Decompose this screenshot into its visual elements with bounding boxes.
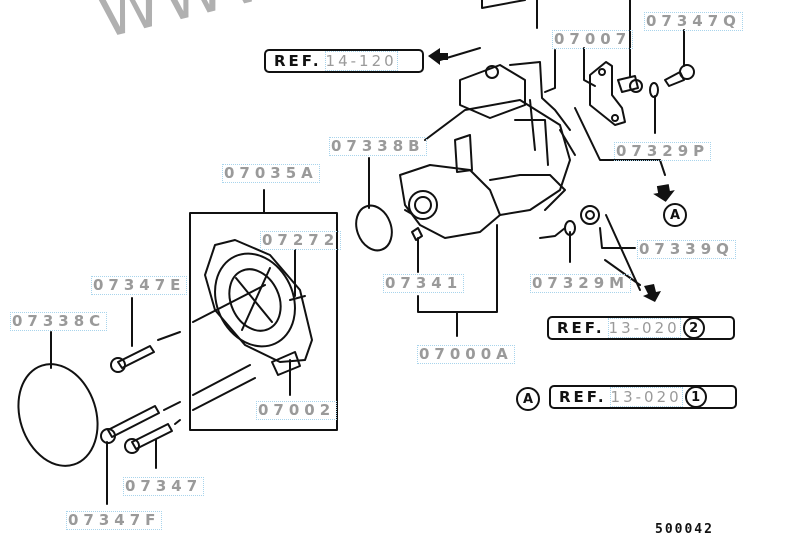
vacuum-pump-cover-07035A	[204, 239, 313, 376]
ref-prefix: REF.	[559, 388, 607, 406]
washer-07329P	[649, 82, 659, 98]
marker-a-ref: A	[516, 387, 540, 411]
part-label-07338C[interactable]: 07338C	[9, 312, 108, 331]
leader-lines	[50, 0, 685, 505]
bolt-07347E	[110, 345, 155, 373]
arrow-ref-13-020-2-icon	[643, 284, 661, 302]
ref-code: 14-120	[324, 51, 398, 71]
part-label-07007[interactable]: 07007	[551, 30, 634, 49]
arrow-ref-14-120-icon	[428, 48, 448, 65]
ref-code: 13-020	[607, 318, 681, 338]
ref-circle-number: 2	[682, 317, 705, 339]
key-07341	[411, 227, 423, 241]
part-label-07347Q[interactable]: 07347Q	[644, 12, 743, 31]
ref-code: 13-020	[609, 387, 683, 407]
bracket-07007	[589, 61, 626, 126]
ref-13-020-1-link[interactable]: REF. 13-020 1	[549, 385, 737, 409]
diagram-number: 500042	[655, 522, 714, 537]
o-ring-07338C	[17, 363, 99, 467]
part-label-07002[interactable]: 07002	[255, 401, 338, 420]
o-ring-07338B	[355, 204, 393, 252]
part-label-07347E[interactable]: 07347E	[90, 276, 188, 295]
ref-prefix: REF.	[274, 52, 322, 70]
injection-pump-07000A	[399, 61, 571, 241]
part-label-07339Q[interactable]: 07339Q	[637, 240, 736, 259]
bolt-07347Q	[664, 64, 695, 87]
ref-prefix: REF.	[557, 319, 605, 337]
part-label-07000A[interactable]: 07000A	[417, 345, 515, 364]
part-label-07329M[interactable]: 07329M	[529, 274, 632, 293]
ref-circle-number: 1	[684, 386, 707, 408]
bolt-top	[617, 75, 643, 93]
part-label-07341[interactable]: 07341	[382, 274, 465, 293]
ref-13-020-2-link[interactable]: REF. 13-020 2	[547, 316, 735, 340]
part-label-07272[interactable]: 07272	[259, 231, 342, 250]
marker-a-arrow: A	[663, 203, 687, 227]
part-label-07347[interactable]: 07347	[122, 477, 205, 496]
part-label-07338B[interactable]: 07338B	[329, 137, 427, 156]
part-label-07329P[interactable]: 07329P	[613, 142, 712, 161]
bolt-07347	[124, 423, 173, 454]
part-label-07035A[interactable]: 07035A	[222, 164, 320, 183]
arrow-marker-a-icon	[653, 184, 675, 202]
ref-14-120-link[interactable]: REF. 14-120	[264, 49, 424, 73]
part-label-07347F[interactable]: 07347F	[65, 511, 163, 530]
bolt-07347F	[100, 405, 160, 444]
nut-07339Q	[580, 205, 600, 225]
washer-07329M	[564, 220, 576, 236]
